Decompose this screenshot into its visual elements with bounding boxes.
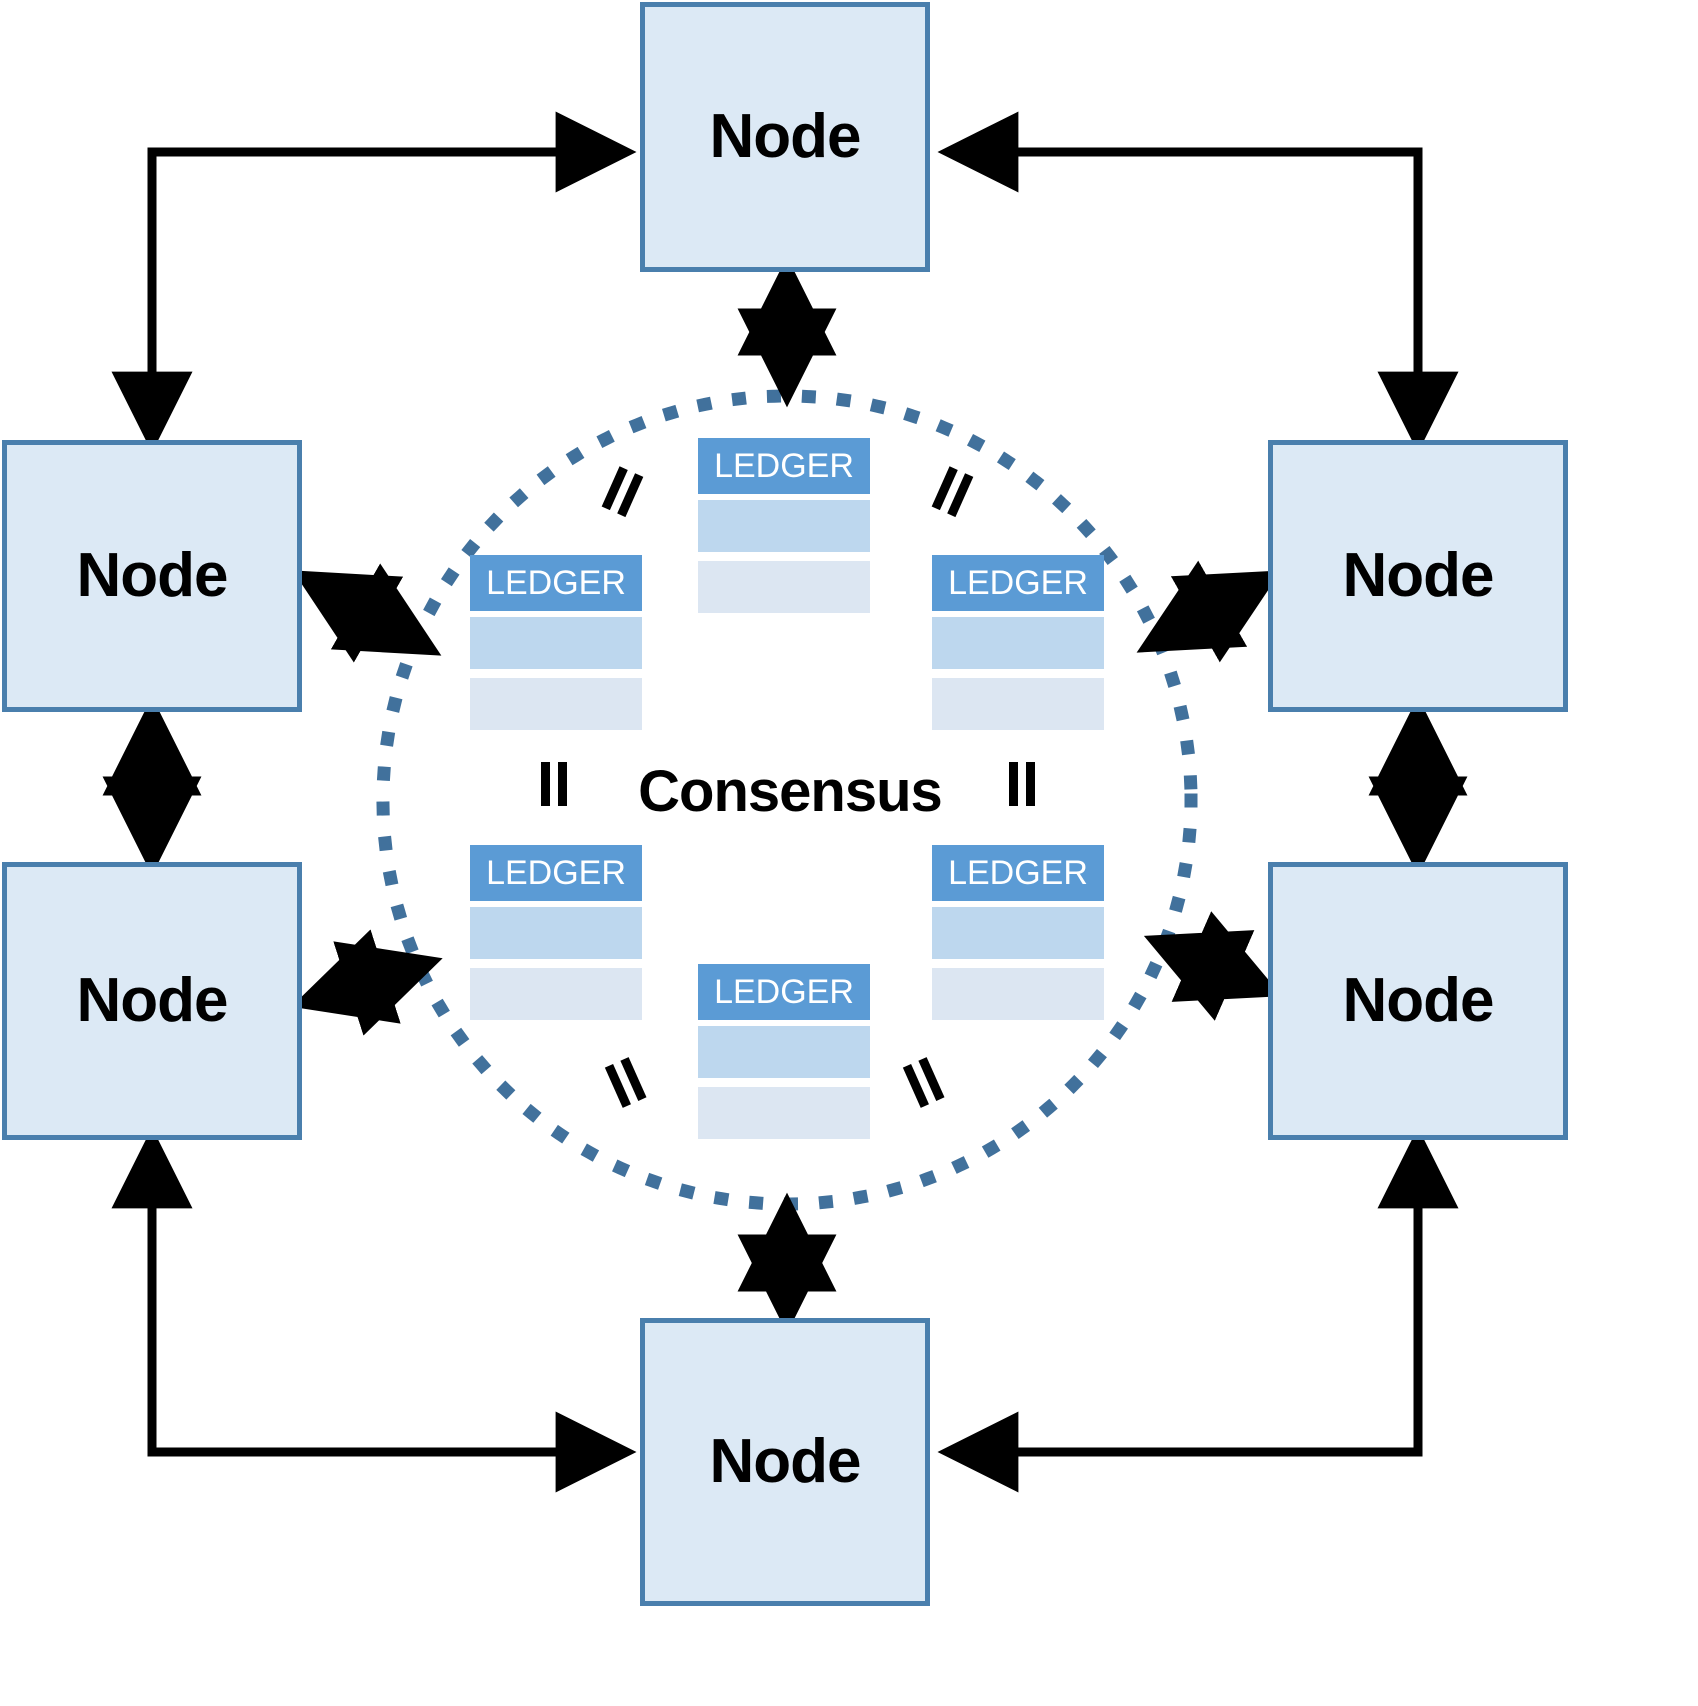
node-left-lower-label: Node — [76, 966, 229, 1035]
node-left-upper-label: Node — [76, 541, 229, 610]
conn-right-lower-to-bottom — [937, 1140, 1423, 1493]
ledger-bottom-label: LEDGER — [698, 964, 870, 1020]
node-right-upper-label: Node — [1342, 541, 1495, 610]
ledger-top-row-1 — [698, 500, 870, 552]
conn-right-upper-to-top — [937, 111, 1423, 440]
ledger-top-row-2 — [698, 561, 870, 613]
ledger-lower-left-label: LEDGER — [470, 845, 642, 901]
ledger-upper-right[interactable]: LEDGER — [932, 555, 1104, 730]
ledger-bottom[interactable]: LEDGER — [698, 964, 870, 1139]
ledger-lower-left-row-1 — [470, 907, 642, 959]
equals-mid-right-icon — [1000, 762, 1046, 808]
ledger-upper-right-row-2 — [932, 678, 1104, 730]
ledger-lower-right-row-2 — [932, 968, 1104, 1020]
ledger-upper-left-row-2 — [470, 678, 642, 730]
conn-right-upper-to-center — [1136, 560, 1282, 663]
ledger-lower-right[interactable]: LEDGER — [932, 845, 1104, 1020]
node-right-lower[interactable]: Node — [1268, 862, 1568, 1140]
node-right-upper[interactable]: Node — [1268, 440, 1568, 712]
node-bottom[interactable]: Node — [640, 1318, 930, 1606]
node-top-label: Node — [709, 102, 862, 171]
node-bottom-label: Node — [709, 1427, 862, 1496]
ledger-bottom-row-2 — [698, 1087, 870, 1139]
conn-left-lower-to-bottom — [147, 1140, 637, 1493]
conn-left-lower-to-center — [291, 929, 443, 1036]
ledger-bottom-row-1 — [698, 1026, 870, 1078]
ledger-upper-left-row-1 — [470, 617, 642, 669]
ledger-lower-right-row-1 — [932, 907, 1104, 959]
node-top[interactable]: Node — [640, 2, 930, 272]
ledger-lower-left[interactable]: LEDGER — [470, 845, 642, 1020]
conn-left-upper-to-top — [147, 111, 637, 440]
equals-mid-left-icon — [532, 762, 578, 808]
ledger-upper-left[interactable]: LEDGER — [470, 555, 642, 730]
ledger-upper-right-row-1 — [932, 617, 1104, 669]
consensus-label: Consensus — [638, 759, 943, 824]
ledger-lower-left-row-2 — [470, 968, 642, 1020]
ledger-top-label: LEDGER — [698, 438, 870, 494]
conn-left-upper-to-center — [292, 563, 442, 663]
ledger-top[interactable]: LEDGER — [698, 438, 870, 613]
conn-right-lower-to-center — [1143, 911, 1283, 1021]
node-right-lower-label: Node — [1342, 966, 1495, 1035]
node-left-lower[interactable]: Node — [2, 862, 302, 1140]
ledger-upper-left-label: LEDGER — [470, 555, 642, 611]
ledger-upper-right-label: LEDGER — [932, 555, 1104, 611]
node-left-upper[interactable]: Node — [2, 440, 302, 712]
ledger-lower-right-label: LEDGER — [932, 845, 1104, 901]
